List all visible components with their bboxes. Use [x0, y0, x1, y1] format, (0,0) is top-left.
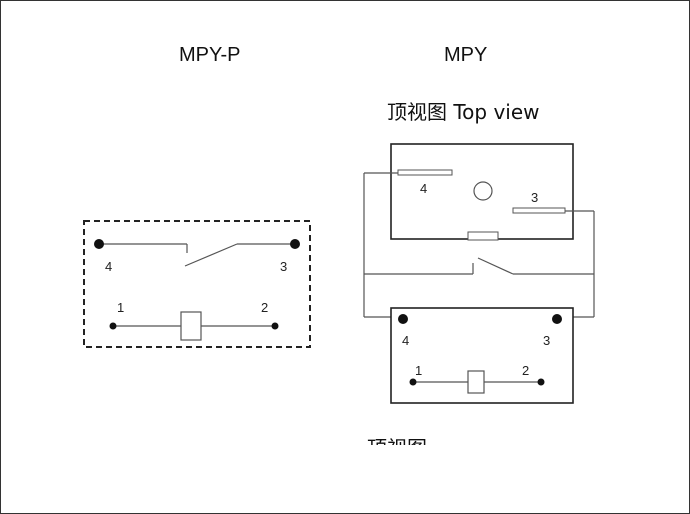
right-bottom-pin-1-dot — [409, 378, 417, 386]
left-pin-1-label: 1 — [117, 300, 124, 315]
right-coil — [467, 370, 485, 394]
partial-label-clip: 顶视图 — [367, 436, 427, 460]
right-top-terminal-4 — [397, 169, 453, 176]
left-pin-2-label: 2 — [261, 300, 268, 315]
left-pin-1-dot — [109, 322, 117, 330]
left-pin-4-dot — [94, 239, 104, 249]
left-coil — [180, 311, 202, 341]
right-title: MPY — [444, 44, 487, 66]
view-label: 顶视图 Top view — [387, 100, 540, 124]
right-top-terminal-3 — [512, 207, 566, 214]
left-pin-3-label: 3 — [280, 259, 287, 274]
right-top-pin-4-label: 4 — [420, 181, 427, 196]
right-bottom-pin-4-dot — [398, 314, 408, 324]
right-bottom-pin-3-dot — [552, 314, 562, 324]
right-bottom-pin-1-label: 1 — [415, 363, 422, 378]
right-bottom-pin-3-label: 3 — [543, 333, 550, 348]
right-top-hole — [473, 181, 493, 201]
right-top-tab — [467, 231, 499, 241]
right-bottom-pin-4-label: 4 — [402, 333, 409, 348]
left-dashed-outline — [83, 220, 311, 348]
right-switch-blade — [477, 257, 514, 275]
bottom-partial-label: 顶视图 — [367, 436, 427, 460]
left-pin-2-dot — [271, 322, 279, 330]
right-top-pin-3-label: 3 — [531, 190, 538, 205]
left-pin-4-label: 4 — [105, 259, 112, 274]
left-title: MPY-P — [179, 44, 241, 66]
right-bottom-pin-2-label: 2 — [522, 363, 529, 378]
left-switch-blade — [184, 243, 238, 267]
right-bottom-pin-2-dot — [537, 378, 545, 386]
left-pin-3-dot — [290, 239, 300, 249]
